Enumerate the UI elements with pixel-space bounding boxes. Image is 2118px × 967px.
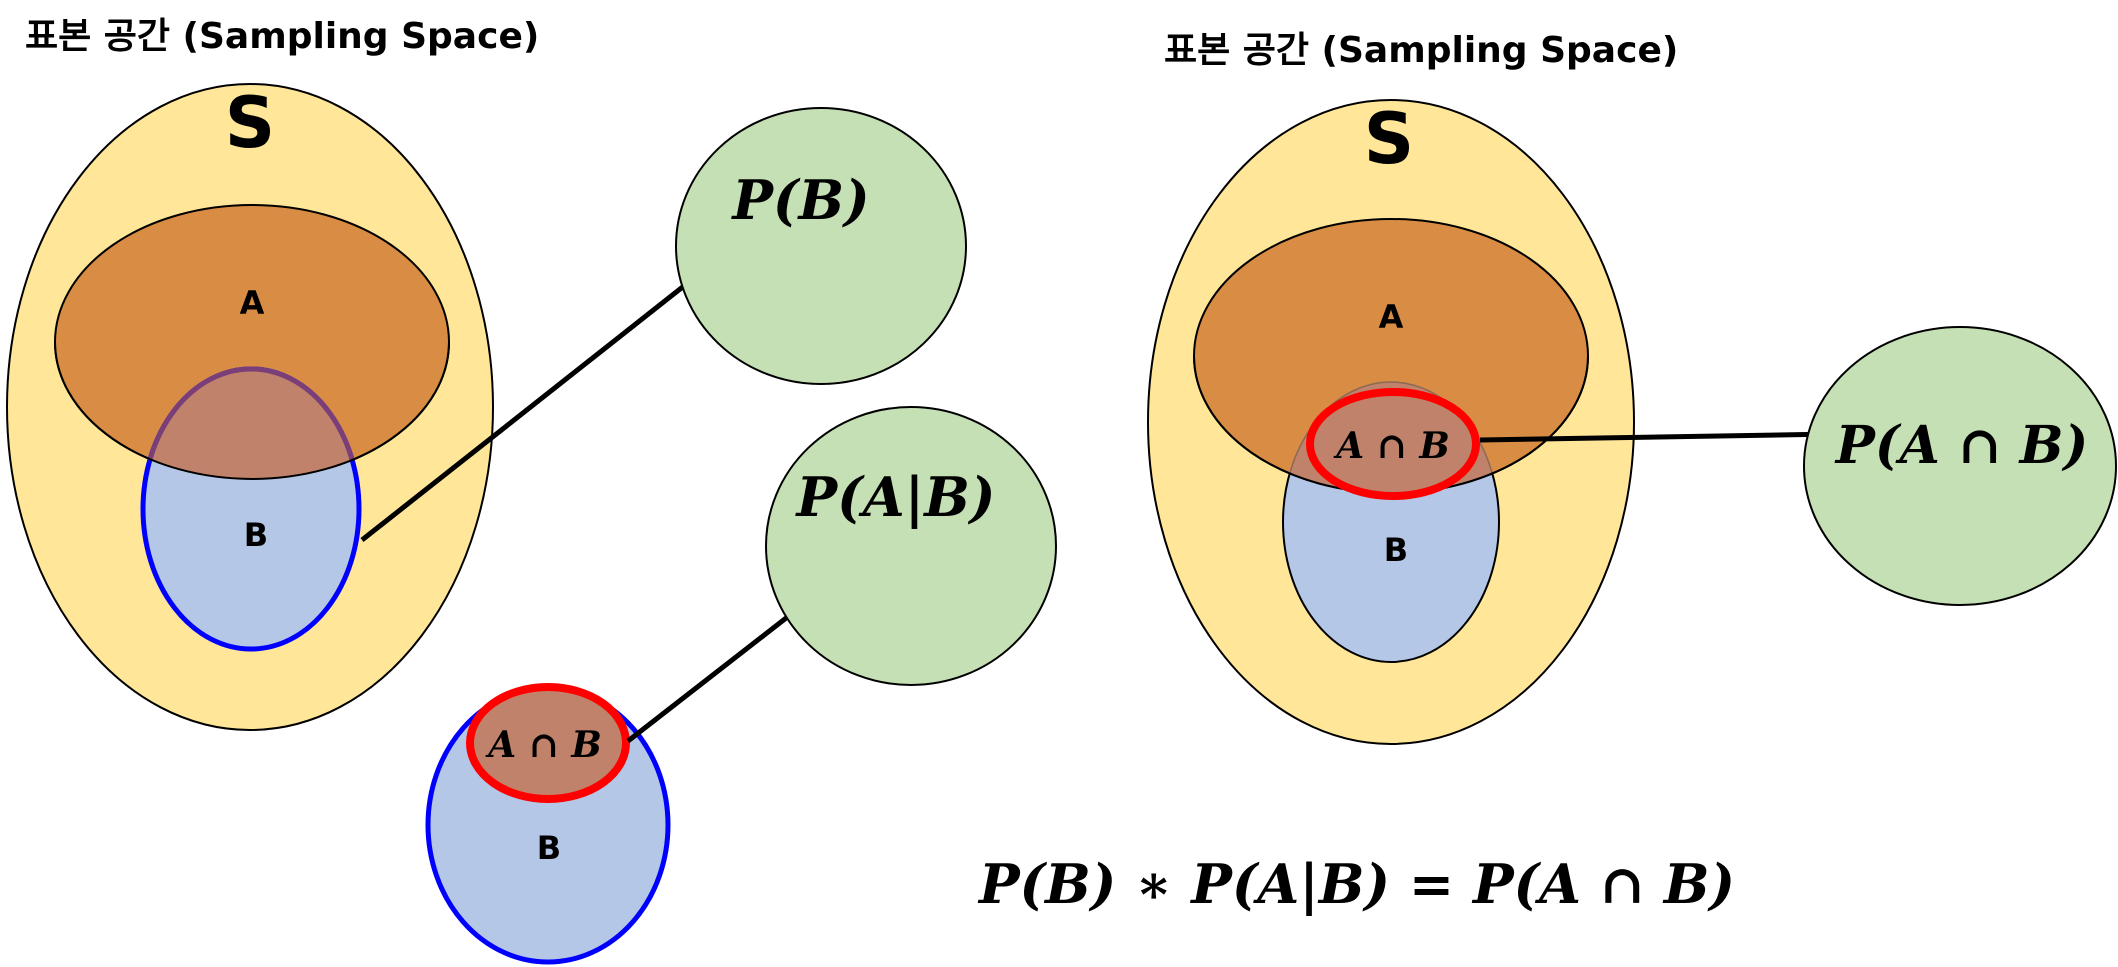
isolated-b: A ∩ B B bbox=[425, 683, 671, 965]
right-intersection-label: A ∩ B bbox=[1333, 425, 1450, 467]
left-panel: 표본 공간 (Sampling Space) S A B bbox=[6, 16, 539, 731]
left-set-b-overlap-outline bbox=[140, 366, 362, 479]
outcome-pa-given-b: P(A|B) bbox=[765, 406, 1057, 686]
left-set-b-label: B bbox=[244, 516, 268, 554]
isolated-b-label: B bbox=[537, 829, 561, 867]
right-panel: 표본 공간 (Sampling Space) S A ∩ B A B bbox=[1147, 30, 1678, 745]
right-set-a-label: A bbox=[1379, 298, 1404, 336]
outcome-pa-and-b-label: P(A ∩ B) bbox=[1834, 415, 2088, 476]
right-set-b-outline-inside-a bbox=[1282, 381, 1500, 493]
isolated-intersection-label: A ∩ B bbox=[485, 724, 602, 766]
formula: P(B) ∗ P(A|B) = P(A ∩ B) bbox=[977, 852, 1735, 917]
isolated-intersection-ellipse bbox=[466, 683, 630, 803]
outcome-pa-given-b-label: P(A|B) bbox=[795, 465, 996, 530]
outcome-pa-and-b: P(A ∩ B) bbox=[1803, 326, 2117, 606]
right-sample-space-label: S bbox=[1364, 98, 1414, 180]
left-sample-space-label: S bbox=[225, 82, 275, 164]
right-intersection-highlight bbox=[1306, 388, 1480, 500]
outcome-pb-circle bbox=[675, 107, 967, 385]
left-set-a-label: A bbox=[240, 284, 265, 322]
outcome-pb: P(B) bbox=[675, 107, 967, 385]
right-panel-title: 표본 공간 (Sampling Space) bbox=[1164, 30, 1678, 71]
arrow-intersection-to-pab-joint bbox=[1479, 429, 1837, 443]
outcome-pa-given-b-circle bbox=[765, 406, 1057, 686]
left-intersection-region bbox=[143, 369, 359, 479]
left-panel-title: 표본 공간 (Sampling Space) bbox=[25, 16, 539, 57]
left-set-a-lower-edge bbox=[54, 341, 450, 480]
outcome-pb-label: P(B) bbox=[730, 168, 869, 232]
outcome-pa-and-b-circle bbox=[1803, 326, 2117, 606]
right-set-b-label: B bbox=[1384, 531, 1408, 569]
arrow-b-to-pb bbox=[360, 250, 729, 542]
